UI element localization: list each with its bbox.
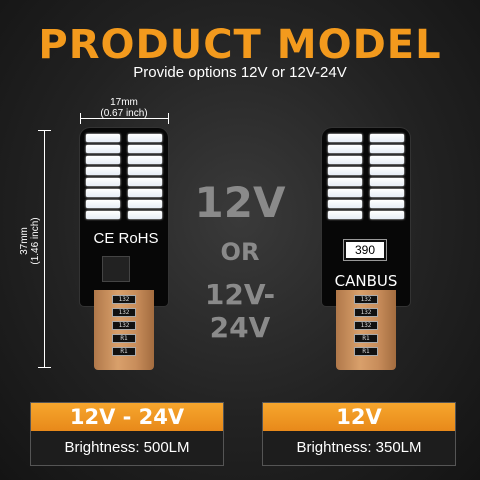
option-12v-24v: 12V-24V bbox=[204, 278, 276, 344]
width-dimension-line bbox=[80, 118, 168, 119]
resistor-chip: 132 bbox=[112, 321, 136, 330]
width-inch: (0.67 inch) bbox=[100, 108, 148, 119]
left-led-column bbox=[86, 134, 120, 222]
ce-rohs-mark: CE RoHS bbox=[93, 230, 159, 247]
left-bulb: CE RoHS 132 132 132 R1 R1 bbox=[80, 128, 168, 378]
width-mm: 17mm bbox=[110, 97, 138, 108]
height-dimension: 37mm (1.46 inch) bbox=[19, 191, 41, 291]
right-bulb: 390 CANBUS 132 132 132 R1 R1 bbox=[322, 128, 410, 378]
resistor-chip: R1 bbox=[354, 334, 378, 343]
resistor-chip: R1 bbox=[112, 334, 136, 343]
resistor-chip: R1 bbox=[112, 347, 136, 356]
width-tick-left bbox=[80, 113, 81, 124]
left-led-column bbox=[128, 134, 162, 222]
panel-brightness: Brightness: 350LM bbox=[296, 439, 422, 456]
page-title: PRODUCT MODEL bbox=[38, 22, 442, 68]
width-dimension: 17mm (0.67 inch) bbox=[84, 97, 164, 119]
panel-brightness: Brightness: 500LM bbox=[64, 439, 190, 456]
resistor-chip: 132 bbox=[354, 321, 378, 330]
left-ic-chip bbox=[102, 256, 130, 282]
height-tick-top bbox=[38, 130, 51, 131]
height-inch: (1.46 inch) bbox=[30, 217, 41, 265]
resistor-390: 390 bbox=[343, 239, 387, 261]
option-panel-12v-24v: 12V - 24V Brightness: 500LM bbox=[30, 402, 224, 466]
resistor-chip: 132 bbox=[354, 295, 378, 304]
height-mm: 37mm bbox=[19, 227, 30, 255]
height-tick-bottom bbox=[38, 367, 51, 368]
panel-voltage: 12V - 24V bbox=[31, 403, 223, 431]
option-12v: 12V bbox=[194, 178, 286, 227]
option-panel-12v: 12V Brightness: 350LM bbox=[262, 402, 456, 466]
canbus-label: CANBUS bbox=[334, 272, 398, 290]
panel-voltage: 12V bbox=[263, 403, 455, 431]
right-led-column bbox=[370, 134, 404, 222]
page-subtitle: Provide options 12V or 12V-24V bbox=[133, 64, 347, 81]
or-text: OR bbox=[220, 238, 260, 266]
width-tick-right bbox=[168, 113, 169, 124]
resistor-chip: 132 bbox=[354, 308, 378, 317]
resistor-chip: 132 bbox=[112, 308, 136, 317]
resistor-chip: 132 bbox=[112, 295, 136, 304]
height-dimension-line bbox=[44, 130, 45, 368]
right-led-column bbox=[328, 134, 362, 222]
resistor-chip: R1 bbox=[354, 347, 378, 356]
